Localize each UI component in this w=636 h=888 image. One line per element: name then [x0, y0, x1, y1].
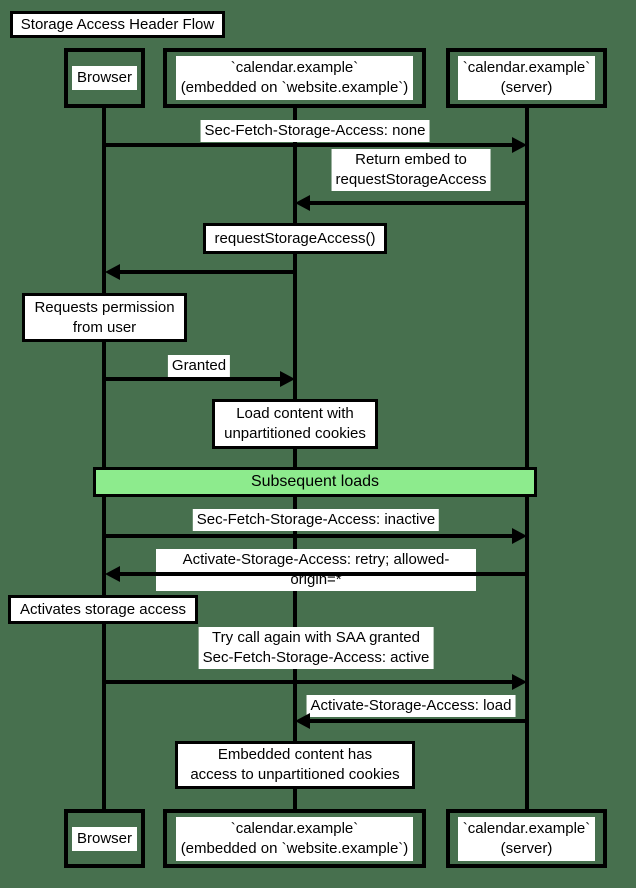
- message-line: [309, 201, 527, 205]
- note-request-storage-access: requestStorageAccess(): [203, 223, 387, 254]
- diagram-title: Storage Access Header Flow: [10, 11, 225, 38]
- participant-label: Browser: [71, 66, 137, 90]
- message-label-sec-fetch-inactive: Sec-Fetch-Storage-Access: inactive: [192, 509, 440, 531]
- message-label-activate-load: Activate-Storage-Access: load: [306, 695, 516, 717]
- section-subsequent-loads: Subsequent loads: [93, 467, 537, 497]
- arrowhead-left-icon: [105, 566, 120, 582]
- message-label-activate-retry: Activate-Storage-Access: retry; allowed-…: [156, 549, 476, 591]
- note-activates-storage-access: Activates storage access: [8, 595, 198, 624]
- participant-browser-bottom: Browser: [64, 809, 145, 868]
- message-label-return-embed: Return embed to requestStorageAccess: [331, 149, 491, 191]
- lifeline-embed: [293, 108, 297, 809]
- arrowhead-right-icon: [512, 137, 527, 153]
- message-line: [309, 719, 527, 723]
- arrowhead-left-icon: [295, 713, 310, 729]
- message-line: [104, 534, 512, 538]
- lifeline-browser: [102, 108, 106, 809]
- participant-label: `calendar.example` (embedded on `website…: [175, 816, 414, 861]
- message-label-granted: Granted: [167, 355, 231, 377]
- arrowhead-left-icon: [295, 195, 310, 211]
- message-line: [119, 270, 295, 274]
- message-label-try-again: Try call again with SAA granted Sec-Fetc…: [198, 627, 434, 669]
- participant-embed-top: `calendar.example` (embedded on `website…: [163, 48, 426, 108]
- participant-browser-top: Browser: [64, 48, 145, 108]
- participant-label: `calendar.example` (server): [457, 816, 596, 861]
- participant-label: `calendar.example` (server): [457, 56, 596, 100]
- note-embedded-content: Embedded content has access to unpartiti…: [175, 741, 415, 789]
- participant-embed-bottom: `calendar.example` (embedded on `website…: [163, 809, 426, 868]
- note-requests-permission: Requests permission from user: [22, 293, 187, 342]
- arrowhead-right-icon: [280, 371, 295, 387]
- message-line: [104, 143, 512, 147]
- participant-label: `calendar.example` (embedded on `website…: [175, 56, 414, 100]
- arrowhead-right-icon: [512, 674, 527, 690]
- participant-server-top: `calendar.example` (server): [446, 48, 607, 108]
- participant-server-bottom: `calendar.example` (server): [446, 809, 607, 868]
- message-line: [104, 377, 281, 381]
- arrowhead-right-icon: [512, 528, 527, 544]
- arrowhead-left-icon: [105, 264, 120, 280]
- participant-label: Browser: [71, 826, 137, 851]
- message-line: [119, 572, 527, 576]
- note-load-content: Load content with unpartitioned cookies: [212, 399, 378, 449]
- message-label-sec-fetch-none: Sec-Fetch-Storage-Access: none: [200, 120, 430, 142]
- lifeline-server: [525, 108, 529, 809]
- message-line: [104, 680, 512, 684]
